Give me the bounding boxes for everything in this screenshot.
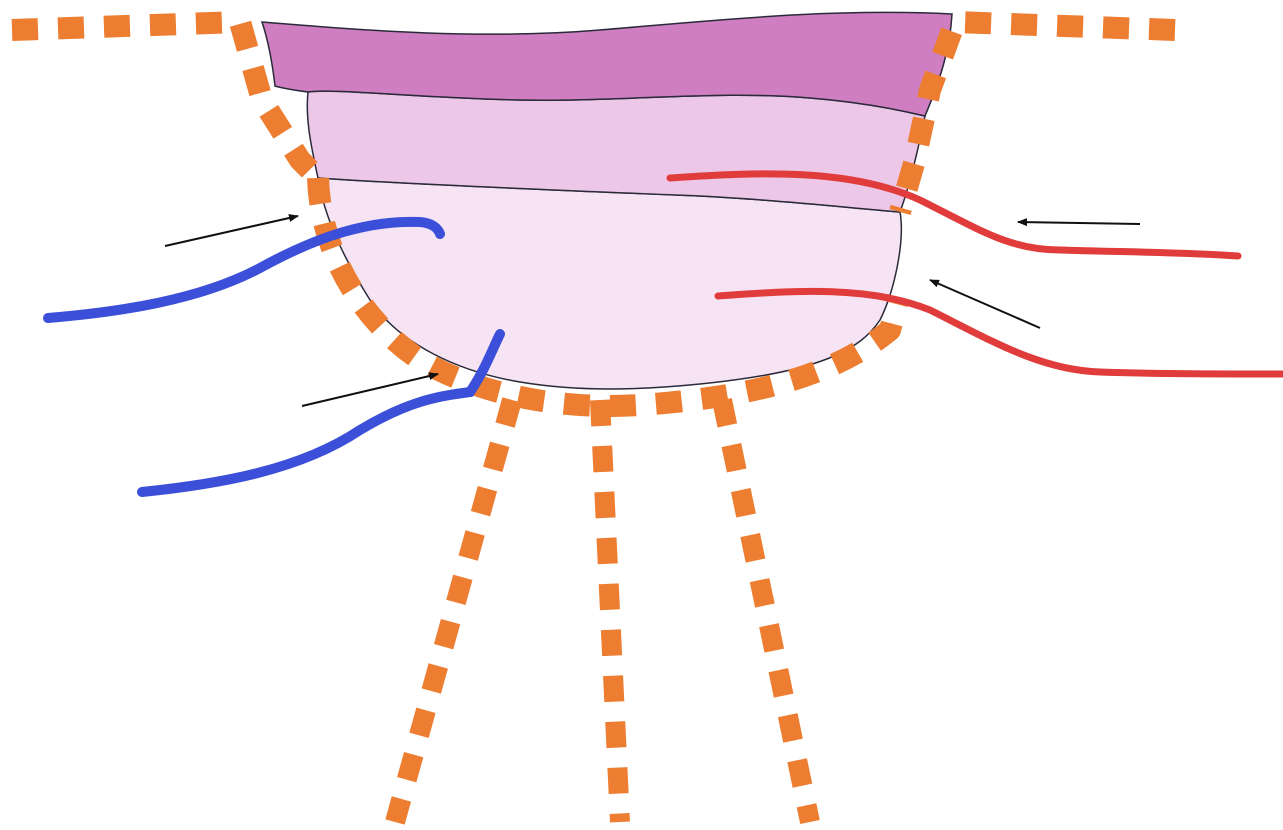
layers-group xyxy=(262,12,952,389)
arrow-left-upper xyxy=(165,216,298,246)
dashed-boundary-ray-left xyxy=(395,400,512,822)
dashed-boundary-ray-right xyxy=(722,400,810,822)
arrow-right-upper xyxy=(1018,222,1140,224)
dashed-boundary-ray-center xyxy=(600,400,620,822)
dashed-boundary-right-branch xyxy=(900,22,1175,212)
